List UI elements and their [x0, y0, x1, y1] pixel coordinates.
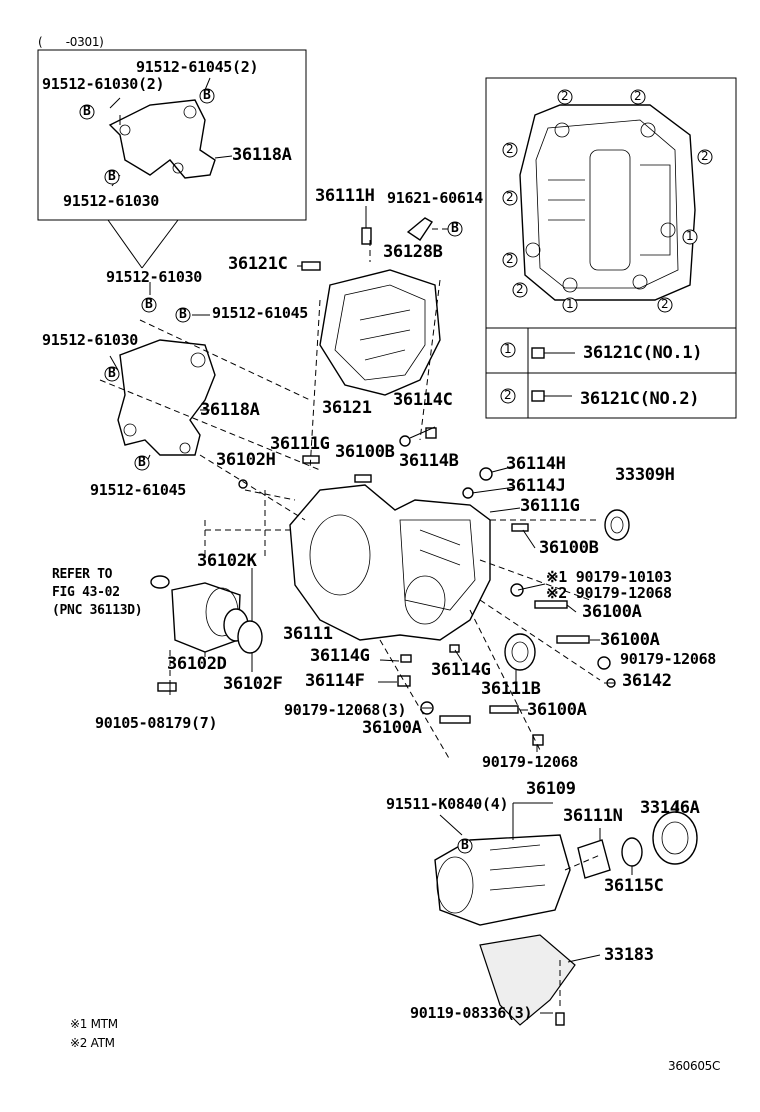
- circle-mark-2: 2: [506, 190, 514, 204]
- part-label[interactable]: 90179-12068(3): [284, 701, 407, 719]
- bushing-36111N: [577, 839, 611, 879]
- seal-36102F: [237, 620, 263, 654]
- bolt-mark-b: B: [108, 366, 116, 381]
- part-label[interactable]: 36142: [622, 671, 672, 691]
- part-label[interactable]: 91511-K0840(4): [386, 795, 509, 813]
- part-label[interactable]: 36121C: [228, 254, 288, 274]
- dust-cover-33146A: [652, 811, 698, 865]
- reference-note: (PNC 36113D): [52, 603, 143, 618]
- footnote-atm: ※2 ATM: [70, 1036, 115, 1050]
- part-label[interactable]: 36118A: [200, 400, 260, 420]
- part-label[interactable]: 90179-12068: [482, 753, 579, 771]
- part-label[interactable]: 36111B: [481, 679, 541, 699]
- bracket-36118A: [117, 339, 216, 456]
- circle-mark-2: 2: [516, 282, 524, 296]
- part-label[interactable]: 36111G: [520, 496, 580, 516]
- part-label[interactable]: 36114G: [310, 646, 370, 666]
- part-label[interactable]: 91512-61030: [63, 192, 160, 210]
- part-label[interactable]: 90179-12068: [620, 650, 717, 668]
- circle-mark-2: 2: [561, 89, 569, 103]
- part-label[interactable]: 36111: [283, 624, 333, 644]
- part-label[interactable]: 91512-61045: [90, 481, 187, 499]
- extension-housing-36121: [319, 269, 441, 396]
- part-label[interactable]: 91512-61045: [212, 304, 309, 322]
- reference-note: REFER TO: [52, 567, 113, 582]
- date-range-note: ( -0301): [38, 35, 104, 49]
- part-label[interactable]: 36100A: [600, 630, 660, 650]
- part-label[interactable]: 36128B: [383, 242, 443, 262]
- part-label[interactable]: 33146A: [640, 798, 700, 818]
- part-label[interactable]: 91512-61030: [106, 268, 203, 286]
- part-label[interactable]: 36100A: [527, 700, 587, 720]
- part-label[interactable]: 36121: [322, 398, 372, 418]
- part-label[interactable]: 91621-60614: [387, 189, 484, 207]
- part-label[interactable]: 36102K: [197, 551, 257, 571]
- legend-mark-1: 1: [504, 342, 512, 356]
- part-label[interactable]: 36109: [526, 779, 576, 799]
- circle-mark-2: 2: [506, 252, 514, 266]
- cap-36128B: [406, 217, 433, 241]
- bolt-mark-b: B: [138, 455, 146, 470]
- circle-mark-2: 2: [634, 89, 642, 103]
- oring-36102K: [150, 575, 170, 589]
- legend-part-label[interactable]: 36121C(NO.1): [583, 343, 703, 363]
- circle-mark-1: 1: [686, 229, 694, 243]
- bolt-mark-b: B: [145, 297, 153, 312]
- bolt-mark-b: B: [108, 169, 116, 184]
- seal-36115C: [621, 837, 643, 867]
- bolt-mark-b: B: [451, 221, 459, 236]
- inset-box-left: [37, 49, 307, 221]
- bracket-36118A-inset: [108, 99, 216, 179]
- part-label[interactable]: 36102D: [167, 654, 227, 674]
- part-label[interactable]: 36111G: [270, 434, 330, 454]
- rear-cover-drawing: [519, 104, 696, 301]
- part-label[interactable]: 36100B: [539, 538, 599, 558]
- circle-mark-1: 1: [566, 297, 574, 311]
- footnote-mtm: ※1 MTM: [70, 1017, 118, 1031]
- part-label[interactable]: 90105-08179(7): [95, 714, 218, 732]
- part-label[interactable]: 33309H: [615, 465, 675, 485]
- bolt-icon-legend: [531, 347, 575, 402]
- part-label[interactable]: 91512-61030(2): [42, 75, 165, 93]
- bolt-mark-b: B: [179, 307, 187, 322]
- diagram-id: 360605C: [668, 1059, 721, 1073]
- part-label[interactable]: ※2 90179-12068: [546, 584, 672, 602]
- bolt-mark-b: B: [83, 104, 91, 119]
- part-label[interactable]: 36102F: [223, 674, 283, 694]
- legend-part-label[interactable]: 36121C(NO.2): [580, 389, 700, 409]
- inset-box-right: [485, 77, 737, 419]
- seal-33309H: [604, 509, 630, 541]
- part-label[interactable]: 36114G: [431, 660, 491, 680]
- circle-mark-2: 2: [701, 149, 709, 163]
- part-label[interactable]: 36100B: [335, 442, 395, 462]
- part-label[interactable]: 36114B: [399, 451, 459, 471]
- part-label[interactable]: 91512-61045(2): [136, 58, 259, 76]
- part-label[interactable]: 36114C: [393, 390, 453, 410]
- part-label[interactable]: 33183: [604, 945, 654, 965]
- part-label[interactable]: 36118A: [232, 145, 292, 165]
- part-label[interactable]: 36115C: [604, 876, 664, 896]
- part-label[interactable]: 91512-61030: [42, 331, 139, 349]
- part-label[interactable]: 36114H: [506, 454, 566, 474]
- transfer-case-36111: [289, 484, 491, 641]
- circle-mark-2: 2: [661, 297, 669, 311]
- reference-note: FIG 43-02: [52, 585, 120, 600]
- part-label[interactable]: ※1 90179-10103: [546, 568, 672, 586]
- part-label[interactable]: 36100A: [582, 602, 642, 622]
- part-label[interactable]: 36100A: [362, 718, 422, 738]
- bolt-mark-b: B: [461, 838, 469, 853]
- bolt-mark-b: B: [203, 88, 211, 103]
- part-label[interactable]: 36114J: [506, 476, 566, 496]
- legend-mark-2: 2: [504, 388, 512, 402]
- protector-33183: [479, 934, 576, 1026]
- seal-36111B: [504, 633, 536, 671]
- part-label[interactable]: 36102H: [216, 450, 276, 470]
- part-label[interactable]: 36111H: [315, 186, 375, 206]
- part-label[interactable]: 36114F: [305, 671, 365, 691]
- part-label[interactable]: 36111N: [563, 806, 623, 826]
- part-label[interactable]: 90119-08336(3): [410, 1004, 533, 1022]
- circle-mark-2: 2: [506, 142, 514, 156]
